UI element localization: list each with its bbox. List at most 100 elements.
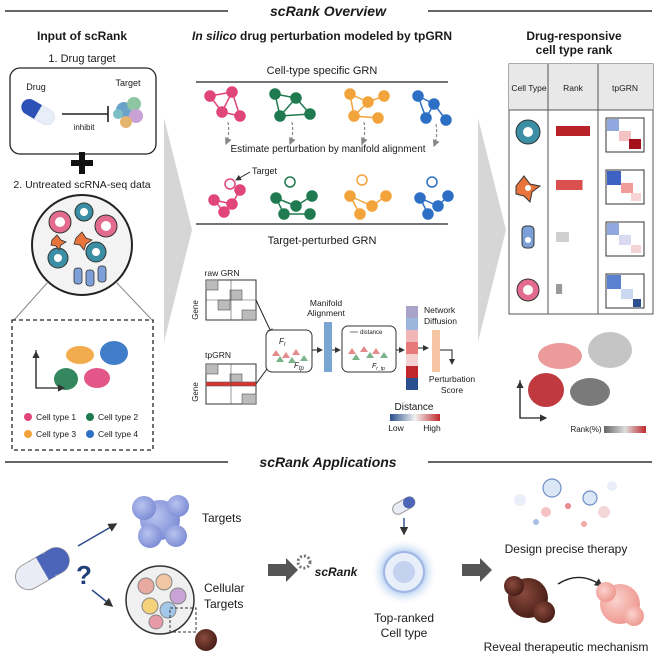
cellular-tumor-icon	[195, 629, 217, 651]
row-icon-pink-cell	[516, 278, 540, 302]
alignment-bar	[324, 322, 332, 372]
gene-label-raw: Gene	[191, 300, 200, 320]
flow-chevron-left	[164, 118, 192, 342]
step1-label: 1. Drug target	[48, 53, 115, 65]
rank-title-1: Drug-responsive	[526, 29, 622, 43]
tpgrn-mini-2	[605, 169, 645, 205]
col-rank: Rank	[563, 83, 584, 93]
small-pill-icon	[392, 496, 416, 515]
legend-celltype-4: Cell type 4	[98, 429, 138, 439]
legend-celltype-1: Cell type 1	[36, 412, 76, 422]
legend-celltype-3: Cell type 3	[36, 429, 76, 439]
target-node-label: Target	[252, 166, 278, 176]
insilico-title: In silico drug perturbation modeled by t…	[192, 29, 452, 43]
rank-bar-3	[556, 232, 569, 242]
col-celltype: Cell Type	[511, 83, 547, 93]
scrank-logo-text: scRank	[315, 565, 359, 579]
overview-title: scRank Overview	[270, 3, 387, 19]
manifold-box-2	[341, 325, 397, 373]
tpgrn-matrix	[205, 363, 257, 405]
rank-bar-4	[556, 284, 563, 294]
grn-network-pink	[204, 86, 246, 122]
legend-dot-1	[24, 413, 32, 421]
legend-dot-2	[86, 413, 94, 421]
arrow-to-cellular	[91, 589, 114, 607]
gene-label-tp: Gene	[191, 382, 200, 402]
target-label: Target	[115, 78, 141, 88]
perturbed-network-blue	[414, 176, 454, 220]
score-label: Score	[441, 385, 463, 395]
question-icon: ?	[76, 560, 92, 590]
network-label: Network	[424, 305, 456, 315]
raw-grn-matrix	[205, 279, 257, 321]
tumor-after-icon	[596, 582, 644, 626]
perturbed-network-green	[270, 176, 318, 220]
zoom-line-right	[115, 281, 153, 321]
rank-pct-label: Rank(%)	[570, 425, 601, 434]
distance-small-label: distance	[360, 330, 383, 336]
grn-title: Cell-type specific GRN	[267, 65, 378, 77]
pill-icon	[21, 99, 55, 125]
grn-network-orange	[344, 88, 390, 124]
input-title: Input of scRank	[37, 29, 127, 43]
perturbed-network-pink	[208, 178, 246, 218]
manifold-box-1	[265, 329, 313, 373]
tpgrn-label: tpGRN	[205, 350, 231, 360]
tpgrn-mini-3	[605, 221, 645, 257]
raw-grn-label: raw GRN	[205, 268, 240, 278]
arrow-score-down	[440, 349, 455, 365]
distance-colorbar	[390, 414, 440, 421]
distance-column	[406, 306, 418, 390]
plus-icon-v	[79, 152, 85, 174]
distance-label: Distance	[395, 402, 434, 413]
targets-label: Targets	[202, 511, 241, 525]
diffusion-label: Diffusion	[424, 316, 457, 326]
perturbed-network-orange	[344, 174, 392, 220]
tpgrn-mini-1	[605, 117, 645, 153]
manifold-points-2	[348, 346, 388, 360]
col-tpgrn: tpGRN	[612, 83, 638, 93]
design-label: Design precise therapy	[505, 542, 628, 556]
manifold-label: Manifold	[310, 298, 342, 308]
top-ranked-label-1: Top-ranked	[374, 611, 434, 625]
cells-group	[47, 202, 118, 287]
legend-dot-3	[24, 430, 32, 438]
arrow-to-scrank	[268, 558, 298, 582]
drug-label: Drug	[26, 82, 46, 92]
gear-icon	[296, 554, 312, 570]
frtp-label: Fr_tp	[372, 363, 385, 372]
zoom-line-left	[13, 281, 49, 321]
therapy-cells-icon	[514, 478, 617, 527]
arrow-to-outcomes	[462, 558, 492, 582]
app-pill-icon	[15, 547, 70, 591]
row-icon-orange-cell	[515, 175, 542, 204]
row-icon-teal-cell	[515, 119, 541, 145]
arrow-raw-to-manifold	[255, 299, 273, 335]
row-icon-blue-cell	[521, 225, 535, 249]
estimate-label: Estimate perturbation by manifold alignm…	[230, 144, 425, 155]
target-node-arrow	[235, 171, 251, 181]
arrow-pill-to-targets	[77, 523, 118, 547]
rank-title-2: cell type rank	[536, 43, 613, 57]
protein-target-icon	[113, 97, 143, 128]
flow-chevron-right	[478, 118, 506, 342]
low-label: Low	[388, 423, 404, 433]
tumor-before-icon	[504, 576, 555, 623]
top-ranked-label-2: Cell type	[381, 626, 428, 640]
cellular-label-2: Targets	[204, 597, 243, 611]
targets-protein-icon	[132, 495, 189, 548]
step2-label: 2. Untreated scRNA-seq data	[13, 179, 150, 191]
perturb-arrows	[224, 121, 440, 148]
rank-colorbar	[604, 426, 646, 433]
arrow-tumor-change	[557, 576, 604, 587]
apps-title: scRank Applications	[259, 454, 396, 470]
top-ranked-cell-nucleus	[393, 561, 415, 583]
legend-dot-4	[86, 430, 94, 438]
rank-table-header	[509, 64, 653, 110]
ftp-label: Ftp	[294, 361, 305, 372]
tpgrn-mini-4	[605, 273, 645, 309]
cellular-cells	[137, 573, 187, 630]
score-bar	[432, 330, 440, 372]
fr-label: Fr	[279, 337, 287, 348]
